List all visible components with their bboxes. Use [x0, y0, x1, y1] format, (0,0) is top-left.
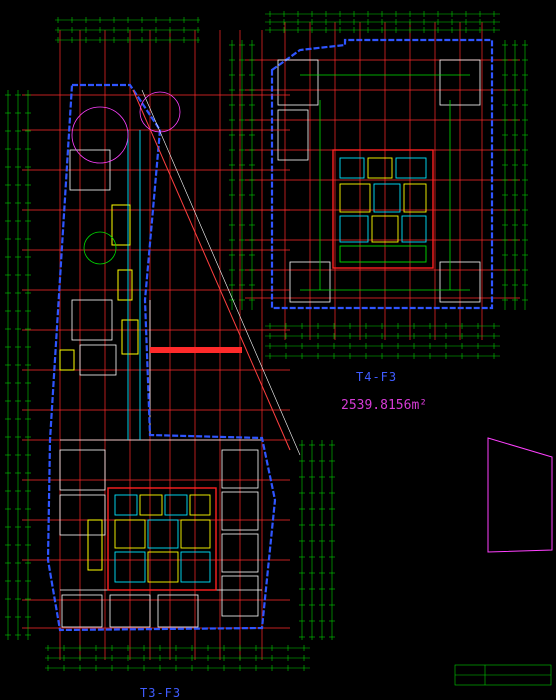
t3-room — [69, 149, 111, 191]
t3-corridor-core — [59, 130, 141, 571]
t3-core-room — [189, 494, 211, 516]
t3-room — [221, 491, 259, 531]
t3-room — [221, 533, 259, 573]
t3-stair — [117, 269, 133, 301]
t4-core-room — [339, 183, 371, 213]
t3-core-room — [114, 494, 138, 516]
t4-core-room — [401, 215, 427, 243]
plan-b-title: T3-F3 — [140, 686, 182, 700]
t3-stair — [121, 319, 139, 355]
plan-a-title: T4-F3 — [356, 370, 398, 384]
t4-room — [439, 59, 481, 106]
t4-core-room — [339, 215, 369, 243]
t4-room — [289, 261, 331, 303]
t3-core-room — [139, 494, 163, 516]
plan-t3-f3 — [5, 17, 335, 671]
t3-stair — [59, 349, 75, 371]
t3-room — [109, 594, 151, 628]
t3-room — [59, 449, 106, 491]
t4-core-room — [373, 183, 401, 213]
t3-core-room — [147, 551, 179, 583]
t3-diagonal-edge — [132, 89, 291, 451]
t4-core-room — [403, 183, 427, 213]
t3-room — [157, 594, 199, 628]
t4-core-rooms — [339, 157, 427, 263]
t3-room — [61, 594, 103, 628]
t3-room — [79, 344, 117, 376]
t3-outline — [46, 83, 277, 632]
title-block — [454, 664, 552, 686]
t3-core-room — [180, 551, 211, 583]
t3-round-room-3 — [83, 231, 117, 265]
t4-core-room — [339, 157, 365, 179]
t4-dimension-lines — [229, 11, 528, 359]
t3-stair — [111, 204, 131, 246]
t4-core-room — [371, 215, 399, 243]
t3-core-room — [114, 551, 146, 583]
t3-dimension-lines — [5, 17, 335, 671]
t3-core-room — [147, 519, 179, 549]
t4-core-room — [367, 157, 393, 179]
t4-room — [277, 59, 319, 106]
t3-room — [59, 494, 106, 536]
t3-room — [71, 299, 113, 341]
t3-round-room-1 — [71, 106, 129, 164]
t3-core — [107, 487, 217, 591]
t3-room — [221, 575, 259, 617]
t4-core-room — [395, 157, 427, 179]
t4-room — [277, 109, 309, 161]
t4-core — [332, 149, 434, 269]
t4-rooms — [277, 59, 481, 303]
area-label: 2539.8156m² — [341, 398, 428, 413]
t3-room — [221, 449, 259, 489]
t4-room — [439, 261, 481, 303]
callout-shape — [487, 437, 553, 553]
t3-core-room — [114, 519, 146, 549]
t4-outline — [270, 38, 494, 310]
t3-core-room — [180, 519, 211, 549]
plan-t4-f3 — [229, 11, 528, 359]
t3-core-rooms — [114, 494, 211, 583]
t3-round-room-2 — [139, 91, 181, 133]
t3-stair — [87, 519, 103, 571]
t4-core-room — [339, 245, 427, 263]
t3-core-room — [164, 494, 188, 516]
t3-link-bridge — [150, 347, 242, 353]
t3-diagonal-edge-inner — [141, 89, 301, 456]
